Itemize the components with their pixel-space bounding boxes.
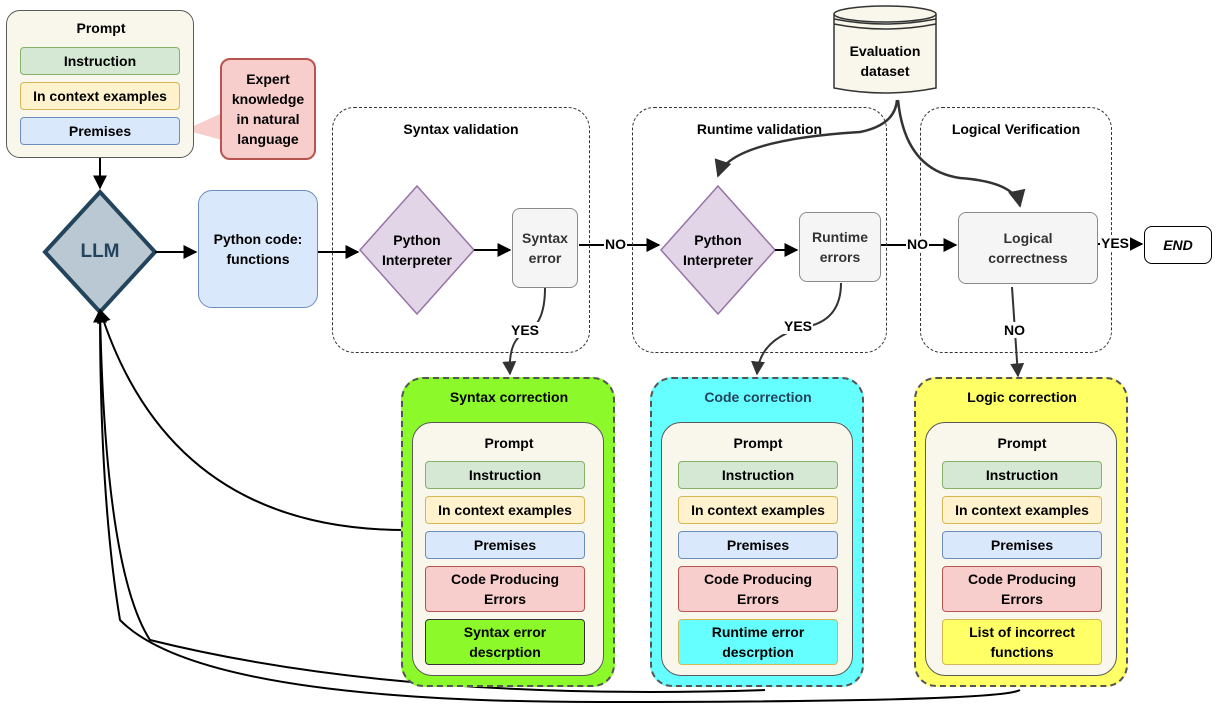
logical-correctness-check[interactable]: Logical correctness [958,212,1098,284]
logic-correction-code-errors[interactable]: Code Producing Errors [942,566,1102,612]
feedback-code-to-llm [93,308,766,693]
runtime-errors-check[interactable]: Runtime errors [799,212,881,282]
logical-verification-title: Logical Verification [951,121,1081,137]
edge-label-syntax-no: NO [604,236,627,252]
code-correction-premises[interactable]: Premises [678,531,838,559]
logic-correction-prompt: Prompt Instruction In context examples P… [925,422,1117,676]
code-correction-error-description[interactable]: Runtime error descrption [678,619,838,665]
logic-correction-premises[interactable]: Premises [942,531,1102,559]
logical-verification-group [920,107,1112,353]
runtime-interpreter-diamond[interactable] [659,184,777,316]
logic-correction-instruction[interactable]: Instruction [942,461,1102,489]
evaluation-dataset-label: Evaluation dataset [849,43,921,79]
logic-correction-title: Logic correction [967,389,1077,405]
edge-label-logic-no: NO [1003,322,1026,338]
code-correction-panel: Code correction Prompt Instruction In co… [650,377,864,687]
syntax-interpreter-diamond[interactable] [358,184,476,316]
logic-correction-prompt-title: Prompt [997,435,1047,451]
edge-label-syntax-yes: YES [510,322,541,338]
code-correction-prompt: Prompt Instruction In context examples P… [661,422,853,676]
edge-label-runtime-yes: YES [783,318,814,334]
syntax-correction-title: Syntax correction [449,389,569,405]
runtime-validation-group [632,107,887,353]
syntax-correction-premises[interactable]: Premises [425,531,585,559]
syntax-correction-code-errors[interactable]: Code Producing Errors [425,566,585,612]
llm-label: LLM [80,241,120,262]
initial-prompt-premises[interactable]: Premises [20,117,180,145]
expert-knowledge-note: Expert knowledge in natural language [220,58,316,160]
syntax-correction-panel: Syntax correction Prompt Instruction In … [401,377,615,687]
feedback-logic-to-llm [93,308,1021,704]
initial-prompt-instruction[interactable]: Instruction [20,47,180,75]
initial-prompt-panel: Prompt Instruction In context examples P… [6,10,194,158]
initial-prompt-examples[interactable]: In context examples [20,82,180,110]
python-code-box[interactable]: Python code: functions [198,190,318,308]
code-correction-title: Code correction [704,389,812,405]
logic-correction-incorrect-functions[interactable]: List of incorrect functions [942,619,1102,665]
syntax-validation-group [332,107,590,353]
feedback-syntax-to-llm [97,308,406,531]
initial-prompt-title: Prompt [76,20,126,36]
end-terminal[interactable]: END [1144,226,1212,264]
logic-correction-examples[interactable]: In context examples [942,496,1102,524]
syntax-correction-instruction[interactable]: Instruction [425,461,585,489]
arrow-dataset-to-logic [896,99,1026,208]
logic-correction-panel: Logic correction Prompt Instruction In c… [914,377,1128,687]
code-correction-code-errors[interactable]: Code Producing Errors [678,566,838,612]
arrow-dataset-to-runtime [714,99,899,178]
code-correction-instruction[interactable]: Instruction [678,461,838,489]
syntax-interpreter-label: Python Interpreter [381,232,453,268]
code-correction-examples[interactable]: In context examples [678,496,838,524]
syntax-correction-examples[interactable]: In context examples [425,496,585,524]
evaluation-dataset-cylinder[interactable] [833,5,937,94]
syntax-error-check[interactable]: Syntax error [512,208,578,288]
runtime-interpreter-label: Python Interpreter [682,232,754,268]
note-tail [185,113,222,140]
syntax-correction-error-description[interactable]: Syntax error descrption [425,619,585,665]
code-correction-prompt-title: Prompt [733,435,783,451]
edge-label-runtime-no: NO [906,236,929,252]
edge-label-logic-yes: YES [1100,235,1131,251]
syntax-correction-prompt-title: Prompt [484,435,534,451]
syntax-validation-title: Syntax validation [403,121,519,137]
runtime-validation-title: Runtime validation [696,121,823,137]
syntax-correction-prompt: Prompt Instruction In context examples P… [412,422,604,676]
